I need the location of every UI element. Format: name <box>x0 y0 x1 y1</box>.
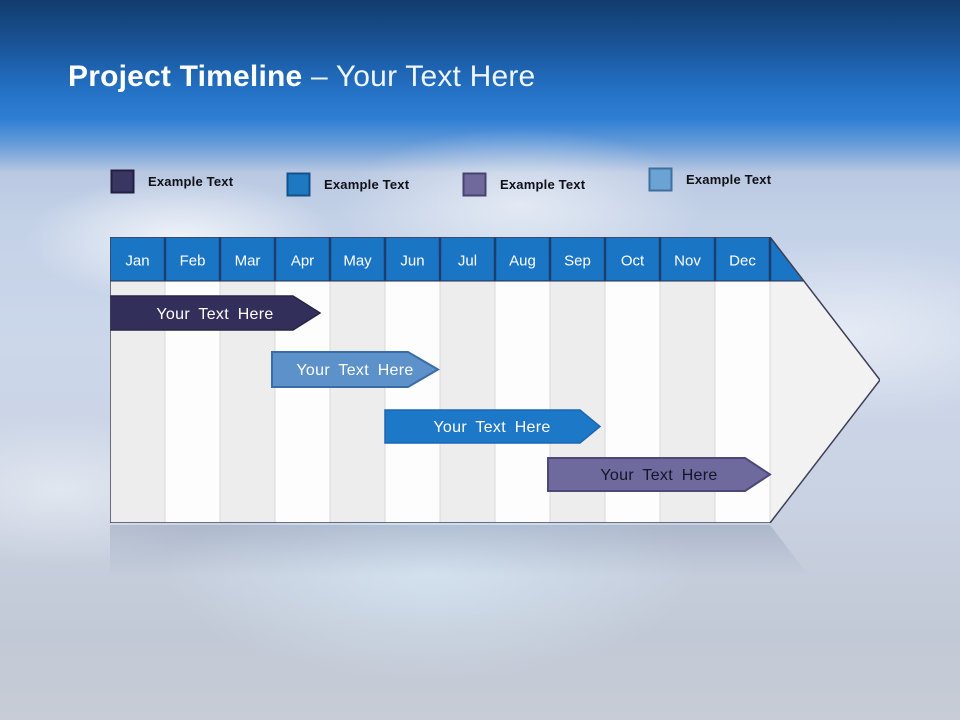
month-label: Sep <box>564 253 591 270</box>
task-bar-label: Your Text Here <box>156 306 273 323</box>
month-label: Oct <box>621 253 645 270</box>
month-header-band <box>110 237 804 281</box>
legend-label: Example Text <box>500 177 586 192</box>
task-bar-arrow <box>384 409 602 444</box>
month-label: Jan <box>125 253 149 270</box>
timeline-reflection <box>110 525 816 585</box>
legend-item-1: Example Text <box>110 169 233 194</box>
month-label: Feb <box>180 253 206 270</box>
timeline-diagram: Jan Feb Mar Apr May Jun Jul Aug Sep Oct … <box>110 237 880 523</box>
month-label: Aug <box>509 253 536 270</box>
month-label: Nov <box>674 253 701 270</box>
task-bar-arrow <box>271 351 440 388</box>
month-labels: Jan Feb Mar Apr May Jun Jul Aug Sep Oct … <box>125 253 756 270</box>
legend-swatch-blue <box>286 172 311 197</box>
month-label: Dec <box>729 253 756 270</box>
legend-label: Example Text <box>686 172 772 187</box>
legend-label: Example Text <box>148 174 234 189</box>
page-title: Project Timeline – Your Text Here <box>68 60 535 95</box>
legend-swatch-purple <box>462 172 487 197</box>
month-label: May <box>343 253 372 270</box>
month-label: Jun <box>400 253 424 270</box>
title-main: Project Timeline <box>68 60 303 93</box>
task-bar-arrow <box>110 295 322 331</box>
legend-label: Example Text <box>324 177 410 192</box>
header-dividers <box>163 237 772 281</box>
month-label: Apr <box>291 253 314 270</box>
title-subtitle: Your Text Here <box>335 60 536 93</box>
legend-item-4: Example Text <box>648 167 771 192</box>
legend-item-2: Example Text <box>286 172 409 197</box>
legend-swatch-dark-navy <box>110 169 135 194</box>
task-bar-1: Your Text Here <box>110 295 322 331</box>
task-bar-3: Your Text Here <box>384 409 602 444</box>
task-bar-label: Your Text Here <box>600 467 717 484</box>
task-bar-4: Your Text Here <box>547 457 772 492</box>
task-bar-arrow <box>547 457 772 492</box>
timeline-arrow-outline <box>110 237 880 523</box>
task-bar-2: Your Text Here <box>271 351 440 388</box>
month-label: Mar <box>235 253 261 270</box>
month-label: Jul <box>458 253 477 270</box>
title-separator: – <box>310 60 328 93</box>
task-bar-label: Your Text Here <box>433 419 550 436</box>
task-bar-label: Your Text Here <box>296 362 413 379</box>
legend-swatch-light-blue <box>648 167 673 192</box>
legend-item-3: Example Text <box>462 172 585 197</box>
